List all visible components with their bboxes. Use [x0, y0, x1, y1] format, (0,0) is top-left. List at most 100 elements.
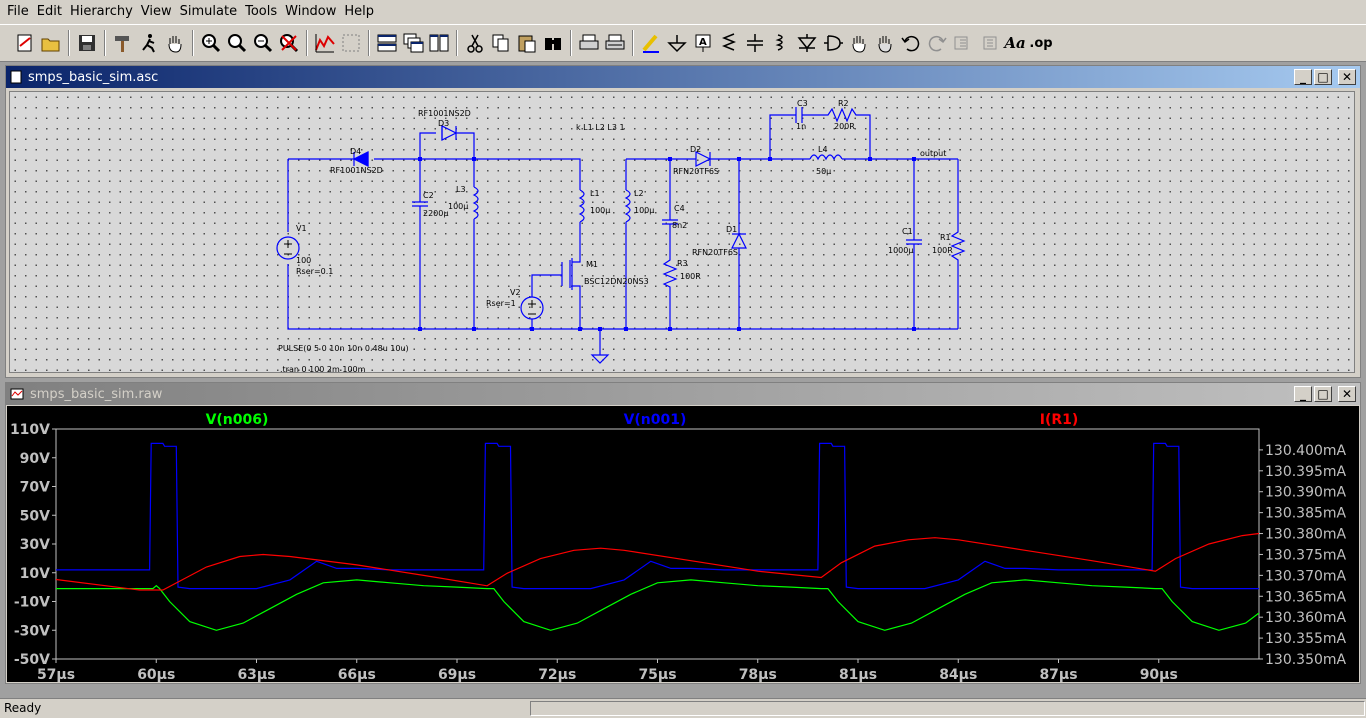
- paste-icon[interactable]: [514, 29, 540, 57]
- y-right-tick-label: 130.400mA: [1265, 443, 1347, 459]
- menu-window[interactable]: Window: [285, 4, 337, 19]
- svg-text:A: A: [699, 37, 707, 48]
- pulse-spec[interactable]: PULSE(0 5 0 10n 10n 0.48u 10u): [278, 344, 409, 353]
- print-setup-icon[interactable]: [602, 29, 628, 57]
- y-left-tick-label: -10V: [14, 595, 50, 611]
- move-icon[interactable]: [846, 29, 872, 57]
- maximize-button[interactable]: □: [1314, 386, 1332, 402]
- label-l1-val: 100µ: [590, 206, 610, 215]
- label-l1: L1: [590, 189, 600, 198]
- label-l2-val: 100µ: [634, 206, 654, 215]
- close-button[interactable]: ✕: [1338, 69, 1356, 85]
- schematic-doc-icon: [10, 70, 22, 84]
- hammer-icon[interactable]: [110, 29, 136, 57]
- pan-hand-icon[interactable]: [162, 29, 188, 57]
- diode-icon[interactable]: [794, 29, 820, 57]
- zoom-cancel-icon[interactable]: [276, 29, 302, 57]
- y-right-tick-label: 130.390mA: [1265, 485, 1347, 501]
- tile-horizontal-icon[interactable]: [374, 29, 400, 57]
- minimize-button[interactable]: _: [1294, 386, 1312, 402]
- capacitor-icon[interactable]: [742, 29, 768, 57]
- autorange-icon[interactable]: [312, 29, 338, 57]
- zoom-area-icon[interactable]: [224, 29, 250, 57]
- label-c2: C2: [423, 191, 434, 200]
- cursor-icon[interactable]: [338, 29, 364, 57]
- close-button[interactable]: ✕: [1338, 386, 1356, 402]
- x-tick-label: 75µs: [638, 667, 676, 682]
- zoom-in-icon[interactable]: [198, 29, 224, 57]
- label-r1: R1: [940, 233, 951, 242]
- menu-edit[interactable]: Edit: [36, 4, 62, 19]
- x-tick-label: 87µs: [1039, 667, 1077, 682]
- y-left-tick-label: 30V: [20, 537, 50, 553]
- menu-hierarchy[interactable]: Hierarchy: [69, 4, 133, 19]
- schematic-titlebar[interactable]: smps_basic_sim.asc _ □ ✕: [6, 66, 1360, 88]
- redo-icon[interactable]: [924, 29, 950, 57]
- menu-file[interactable]: File: [7, 4, 29, 19]
- label-l3-val: 100µ: [448, 202, 468, 211]
- mirror-icon[interactable]: [976, 29, 1002, 57]
- text-icon[interactable]: Aa: [1002, 29, 1028, 57]
- resistor-icon[interactable]: [716, 29, 742, 57]
- label-d2-model: RFN20TF6S: [673, 167, 719, 176]
- schematic-canvas[interactable]: D4 RF1001NS2D RF1001NS2D D3 C2 2200µ L3 …: [9, 91, 1355, 373]
- net-label-output[interactable]: output: [920, 149, 946, 158]
- undo-icon[interactable]: [898, 29, 924, 57]
- zoom-out-icon[interactable]: [250, 29, 276, 57]
- draw-wire-icon[interactable]: [638, 29, 664, 57]
- toolbar-separator: [68, 30, 70, 56]
- label-r1-val: 100R: [932, 246, 953, 255]
- rotate-icon[interactable]: [950, 29, 976, 57]
- cut-icon[interactable]: [462, 29, 488, 57]
- schematic-window[interactable]: smps_basic_sim.asc _ □ ✕: [5, 65, 1361, 378]
- x-tick-label: 84µs: [939, 667, 977, 682]
- label-l4-val: 50µ: [816, 167, 831, 176]
- spice-directive-icon[interactable]: .op: [1028, 29, 1054, 57]
- open-folder-icon[interactable]: [38, 29, 64, 57]
- menu-view[interactable]: View: [140, 4, 172, 19]
- waveform-titlebar[interactable]: smps_basic_sim.raw _ □ ✕: [6, 383, 1360, 405]
- tran-directive[interactable]: .tran 0 100 2m 100m: [280, 365, 366, 373]
- minimize-button[interactable]: _: [1294, 69, 1312, 85]
- waveform-title: smps_basic_sim.raw: [30, 386, 163, 402]
- label-v1: V1: [296, 224, 307, 233]
- new-schematic-icon[interactable]: [12, 29, 38, 57]
- y-left-tick-label: -50V: [14, 652, 50, 668]
- label-c3-val: 1n: [796, 122, 806, 131]
- component-icon[interactable]: [820, 29, 846, 57]
- save-icon[interactable]: [74, 29, 100, 57]
- label-v1-rser: Rser=0.1: [296, 267, 333, 276]
- y-left-tick-label: -30V: [14, 623, 50, 639]
- label-net-icon[interactable]: A: [690, 29, 716, 57]
- menu-help[interactable]: Help: [344, 4, 375, 19]
- label-c4: C4: [674, 204, 685, 213]
- print-icon[interactable]: [576, 29, 602, 57]
- find-icon[interactable]: [540, 29, 566, 57]
- menu-simulate[interactable]: Simulate: [179, 4, 238, 19]
- schematic-drawing: D4 RF1001NS2D RF1001NS2D D3 C2 2200µ L3 …: [276, 99, 966, 373]
- cascade-icon[interactable]: [400, 29, 426, 57]
- label-d3-model: RF1001NS2D: [418, 109, 471, 118]
- y-right-tick-label: 130.350mA: [1265, 652, 1347, 668]
- drag-icon[interactable]: [872, 29, 898, 57]
- spice-directive-label: .op: [1029, 35, 1053, 51]
- trace-v-n006-label: V(n006): [206, 412, 269, 428]
- copy-icon[interactable]: [488, 29, 514, 57]
- toolbar-separator: [632, 30, 634, 56]
- menu-tools[interactable]: Tools: [245, 4, 278, 19]
- label-d4: D4: [350, 147, 361, 156]
- trace-v-n001: [56, 442, 1259, 590]
- label-v2: V2: [510, 288, 521, 297]
- tile-vertical-icon[interactable]: [426, 29, 452, 57]
- ground-icon[interactable]: [664, 29, 690, 57]
- inductor-icon[interactable]: [768, 29, 794, 57]
- x-tick-label: 63µs: [237, 667, 275, 682]
- run-icon[interactable]: [136, 29, 162, 57]
- label-l4: L4: [818, 145, 828, 154]
- spice-directive-k[interactable]: k L1 L2 L3 1: [576, 123, 625, 132]
- label-c2-val: 2200µ: [423, 209, 448, 218]
- maximize-button[interactable]: □: [1314, 69, 1332, 85]
- y-right-tick-label: 130.360mA: [1265, 610, 1347, 626]
